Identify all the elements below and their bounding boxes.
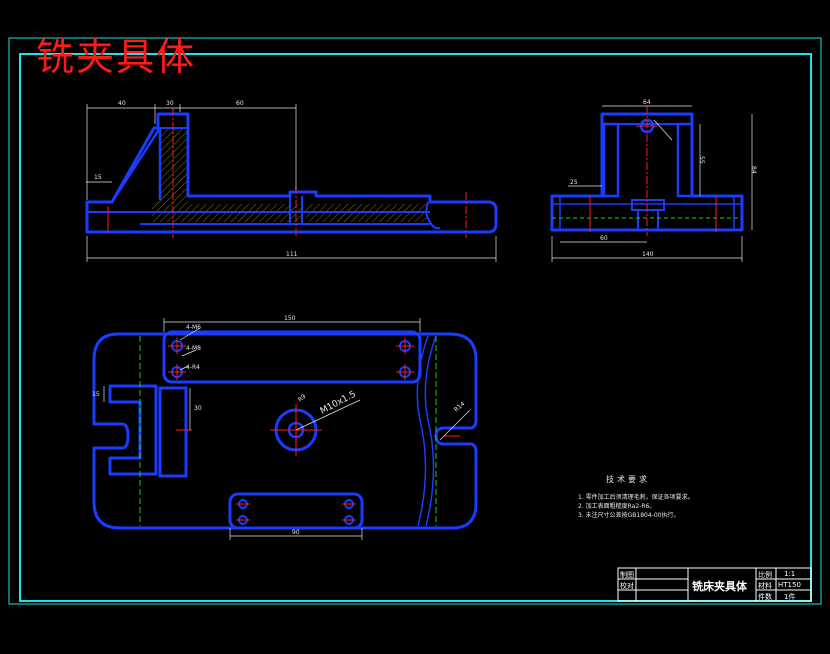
dim-plan-top: 150 bbox=[284, 315, 296, 322]
front-view bbox=[85, 104, 498, 262]
dim-front-top-2: 30 bbox=[166, 100, 174, 107]
dim-plan-radius-1: R9 bbox=[297, 393, 308, 404]
note-item: 3. 未注尺寸公差按GB1804-00执行。 bbox=[578, 512, 680, 519]
dim-front-top-1: 40 bbox=[118, 100, 126, 107]
dim-plan-hole-2: 4-M8 bbox=[186, 345, 201, 352]
dim-side-overall: 140 bbox=[642, 251, 654, 258]
dim-plan-radius-2: R14 bbox=[453, 400, 467, 413]
dim-plan-bottom: 90 bbox=[292, 529, 300, 536]
plan-left-pad bbox=[158, 386, 188, 478]
dim-side-bottom: 60 bbox=[600, 235, 608, 242]
dim-side-right-1: 55 bbox=[698, 156, 705, 164]
dim-front-top-3: 60 bbox=[236, 100, 244, 107]
side-right-post bbox=[676, 122, 694, 198]
dim-side-right-2: 84 bbox=[750, 166, 757, 174]
tb-label-scale: 比例 bbox=[758, 571, 772, 579]
front-break-line bbox=[425, 201, 441, 230]
dim-plan-slot: 30 bbox=[194, 405, 202, 412]
side-boss bbox=[631, 199, 665, 211]
tb-part-name: 铣床夹具体 bbox=[692, 580, 747, 593]
front-rib-section bbox=[152, 128, 302, 222]
outer-border bbox=[8, 37, 822, 605]
tb-label-qty: 件数 bbox=[758, 593, 772, 601]
tb-label-material: 材料 bbox=[758, 582, 772, 590]
front-outline bbox=[85, 112, 498, 234]
notes-heading: 技术要求 bbox=[606, 475, 650, 484]
inner-frame bbox=[19, 53, 812, 602]
dim-plan-hole-3: 4-R4 bbox=[186, 364, 200, 371]
tb-label-check: 校对 bbox=[620, 582, 634, 590]
plan-top-plate bbox=[162, 330, 422, 384]
plan-bottom-plate bbox=[228, 492, 364, 530]
plan-view bbox=[92, 318, 478, 540]
plan-break-line-2 bbox=[416, 335, 429, 527]
note-item: 1. 零件加工后须清理毛刺，保证各项要求。 bbox=[578, 494, 694, 501]
tb-qty: 1件 bbox=[784, 593, 796, 601]
dim-side-top: 64 bbox=[643, 99, 651, 106]
dim-side-left: 25 bbox=[570, 179, 578, 186]
side-left-post bbox=[602, 122, 620, 198]
dim-plan-left: 15 bbox=[92, 391, 100, 398]
tb-label-design: 制图 bbox=[620, 571, 634, 579]
drawing-title: 铣夹具体 bbox=[36, 35, 197, 79]
dim-front-overall: 111 bbox=[286, 251, 298, 258]
title-block bbox=[617, 567, 812, 602]
front-rib-line bbox=[110, 127, 162, 203]
dim-front-left-h: 15 bbox=[94, 174, 102, 181]
plan-left-block bbox=[108, 384, 158, 476]
dim-plan-thread: M10x1.5 bbox=[319, 390, 358, 417]
tb-scale: 1:1 bbox=[784, 570, 796, 578]
dim-plan-hole-1: 4-M6 bbox=[186, 324, 201, 331]
plan-outline bbox=[92, 332, 478, 530]
plan-break-line bbox=[424, 335, 437, 527]
note-item: 2. 加工表面粗糙度Ra2-R6。 bbox=[578, 503, 656, 510]
side-view bbox=[550, 105, 753, 262]
tb-material: HT150 bbox=[778, 581, 801, 589]
side-stem bbox=[637, 209, 659, 231]
